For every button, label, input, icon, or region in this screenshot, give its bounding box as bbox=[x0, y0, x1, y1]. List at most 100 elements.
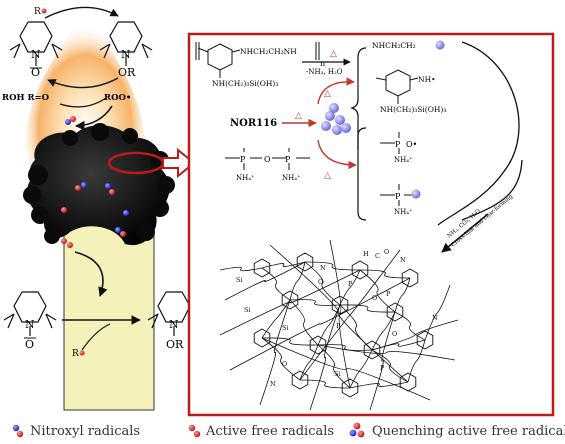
crosslink-curve bbox=[437, 41, 520, 226]
network-linkage bbox=[261, 267, 291, 301]
nor116-label: NOR116 bbox=[230, 118, 277, 129]
network-chain-end bbox=[219, 269, 361, 336]
network-linkage bbox=[317, 344, 373, 351]
network-chain-end bbox=[259, 299, 291, 406]
legend-quenching-label: Quenching active free radicals bbox=[372, 423, 565, 439]
network-atom-label: Si bbox=[282, 324, 289, 332]
or-bottom-right: OR bbox=[166, 338, 184, 351]
network-linkage bbox=[317, 304, 341, 346]
roh-arrow bbox=[59, 97, 107, 108]
nitroxyl-cluster bbox=[321, 103, 351, 135]
polymer-n: n bbox=[320, 59, 325, 68]
app-structure bbox=[225, 148, 310, 170]
network-triazine-ring bbox=[363, 340, 381, 360]
network-linkage bbox=[317, 344, 351, 389]
candle-body bbox=[63, 214, 155, 411]
r-radical-top: R• bbox=[34, 7, 46, 17]
app-o-bridge: O bbox=[264, 155, 271, 164]
red-arrow-down bbox=[317, 139, 357, 170]
product4-ball bbox=[411, 189, 421, 199]
network-atom-label: N bbox=[432, 314, 438, 322]
product-bracket-lower bbox=[357, 127, 367, 221]
product3-p: P bbox=[395, 140, 401, 149]
char-radicals bbox=[61, 116, 129, 248]
or-top-right: OR bbox=[118, 66, 136, 79]
network-atom-label: Si bbox=[334, 370, 341, 378]
n-top-right: N bbox=[121, 48, 131, 61]
network-atom-label: O bbox=[282, 360, 287, 368]
roh-ro-label: ROH R=O bbox=[2, 93, 50, 103]
network-linkage bbox=[304, 261, 341, 306]
network-chain-end bbox=[219, 266, 263, 272]
conditions-label: -NH₃, H₂O bbox=[306, 68, 343, 76]
product3-nh4: NH₄⁺ bbox=[394, 156, 413, 164]
app-nh4-1: NH₄⁺ bbox=[236, 174, 255, 182]
product2-radical: NH• bbox=[418, 75, 436, 84]
polymer-chain: NHCH₂CH₂NH bbox=[240, 47, 297, 56]
network-linkage bbox=[359, 269, 396, 313]
legend-nitroxyl: Nitroxyl radicals bbox=[30, 420, 140, 442]
network-atom-label: Si bbox=[236, 276, 243, 284]
product-bracket bbox=[350, 47, 367, 150]
network-atom-label: Si bbox=[244, 306, 251, 314]
candle-curve-arrow bbox=[74, 251, 108, 297]
n-bottom-right: N bbox=[169, 318, 179, 331]
network-linkage bbox=[299, 379, 351, 389]
heat-symbol-4: △ bbox=[324, 171, 331, 181]
product4-p: P bbox=[395, 192, 401, 201]
roo-to-char-arrow bbox=[75, 105, 113, 131]
char-layer bbox=[27, 125, 170, 246]
network-triazine-ring bbox=[253, 328, 271, 348]
network-chain-end bbox=[269, 244, 409, 383]
heat-symbol-1: △ bbox=[330, 49, 337, 59]
cycle-arrow-top bbox=[44, 6, 119, 19]
network-chain-end bbox=[309, 304, 341, 411]
network-triazine-ring bbox=[309, 335, 327, 355]
alkoxyamine-top-right bbox=[99, 21, 153, 66]
network-atom-label: P bbox=[348, 280, 353, 288]
callout-arrow bbox=[162, 147, 196, 179]
n-bottom-left: N bbox=[25, 318, 35, 331]
network-triazine-ring bbox=[401, 268, 419, 288]
network-triazine-ring bbox=[296, 252, 314, 272]
app-nh4-2: NH₄⁺ bbox=[282, 174, 301, 182]
network-atom-label: O bbox=[372, 294, 377, 302]
network-atom-label: O bbox=[318, 278, 323, 286]
network-atom-label: P bbox=[386, 290, 391, 298]
network-linkage bbox=[261, 299, 291, 339]
network-atom-label: N bbox=[400, 256, 406, 264]
network-chain-end bbox=[224, 261, 306, 301]
heat-symbol-2: △ bbox=[295, 111, 302, 121]
char-bumps bbox=[23, 123, 175, 244]
network-linkage bbox=[349, 381, 409, 389]
r-radical-bottom: R• bbox=[72, 349, 84, 359]
network-linkage bbox=[349, 349, 373, 389]
app-p2: P bbox=[285, 155, 291, 164]
legend-nitroxyl-label: Nitroxyl radicals bbox=[30, 423, 141, 439]
nitroxide-top-left bbox=[9, 21, 63, 66]
cycle-arrow-bottom bbox=[47, 77, 119, 89]
network-chain-end bbox=[371, 319, 459, 351]
network-triazine-ring bbox=[253, 258, 271, 278]
legend-active: Active free radicals bbox=[206, 420, 334, 442]
legend-quenching-icon bbox=[349, 422, 365, 438]
crosslink-arrow bbox=[441, 213, 489, 253]
network-linkage bbox=[289, 261, 306, 301]
product1-chain: NHCH₂CH₂ bbox=[372, 41, 416, 50]
network-linkage bbox=[407, 339, 426, 383]
nitroxide-bottom-left bbox=[3, 291, 57, 336]
heat-symbol-3: △ bbox=[324, 89, 331, 99]
o-top-left: O bbox=[31, 66, 40, 79]
red-arrow-up bbox=[317, 77, 355, 105]
product1-ball bbox=[435, 40, 445, 50]
network-atom-label: P bbox=[380, 364, 385, 372]
network-linkage bbox=[394, 277, 411, 313]
product2-side: NH(CH₂)₃Si(OH)₃ bbox=[380, 105, 446, 114]
network-atom-label: N bbox=[270, 380, 276, 388]
network-triazine-ring bbox=[351, 260, 369, 280]
mechanism-frame bbox=[187, 32, 555, 417]
crosslink-curve-b bbox=[461, 159, 523, 221]
network-chain-end bbox=[299, 249, 401, 381]
